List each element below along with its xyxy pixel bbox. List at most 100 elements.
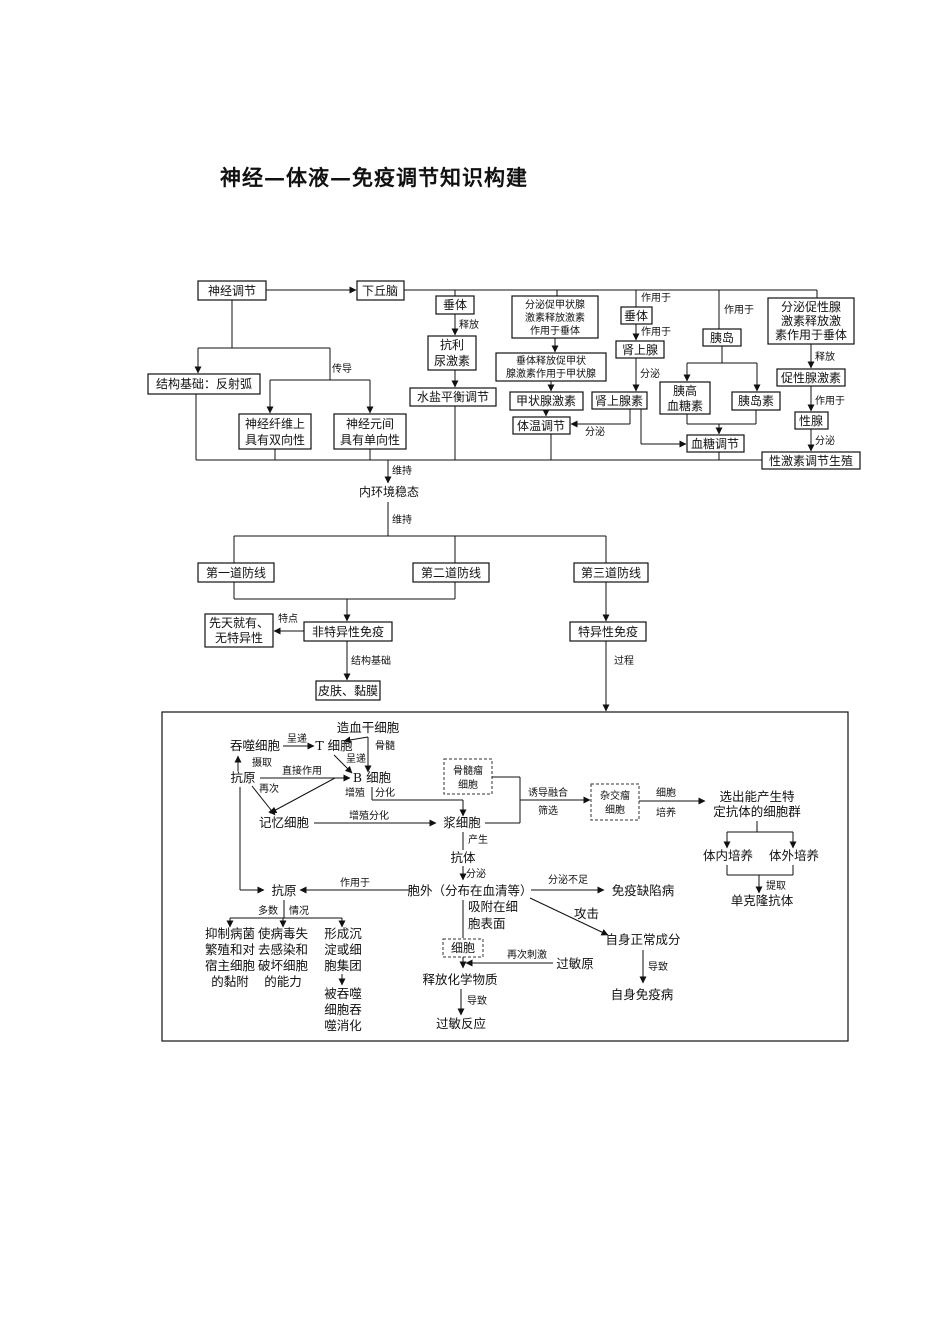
label-sheqv: 摄取 [252,756,272,769]
node-yizhi-l2: 繁殖和对 [205,942,255,957]
node-jiegou [147,373,261,395]
label-zuoyongyu-4: 作用于 [815,395,845,407]
bottom-section: 造血干细胞 骨髓 吞噬细胞 呈递 T 细胞 呈递 摄取 抗原 直接作用 再次 B… [205,720,819,1033]
top-section: 神经调节 下丘脑 传导 结构基础：反射弧 神经纤维上 具有双向性 神经元间 具有… [147,280,861,536]
label-guocheng: 过程 [614,654,634,667]
node-feite-label: 非特异性免疫 [312,624,384,639]
node-shuiyan [409,387,497,407]
node-jiang: 浆细胞 [443,815,481,830]
node-xingcheng-l3: 胞集团 [324,958,362,973]
node-fenmi-gnrh-l2: 激素释放激 [781,313,841,328]
label-zengzhi: 增殖 [345,786,365,799]
label-weichi-2: 维持 [392,513,412,526]
node-xingcheng-l1: 形成沉 [324,926,362,941]
node-guominfanying: 过敏反应 [436,1016,486,1031]
node-shifanghua: 释放化学物质 [422,972,497,987]
node-shibingdu-l2: 去感染和 [258,942,308,957]
node-first-line [197,562,275,583]
node-chuiti-tsh-l1: 垂体释放促甲状 [516,354,586,367]
node-kangliniao-l2: 尿激素 [434,354,470,368]
node-kangliniao-l1: 抗利 [440,337,464,352]
node-chuiti-b-label: 垂体 [624,309,648,323]
node-fenmi-tsh-l2: 激素释放激素 [525,311,585,324]
label-daozhi-1: 导致 [648,960,668,973]
label-zaici: 再次 [259,782,279,795]
node-yuanjian [333,413,407,450]
label-shifang-2: 释放 [815,350,835,363]
node-tunshi: 吞噬细胞 [230,738,281,753]
process-frame [161,711,849,1042]
node-jiazhuangxian-label: 甲状腺激素 [516,394,576,408]
label-zengzhifenhua: 增殖分化 [349,809,389,822]
node-tcell: T 细胞 [315,738,353,753]
node-zajiao-l1: 杂交瘤 [600,789,630,802]
label-fenmibuzu: 分泌不足 [548,873,588,886]
label-youdao: 诱导融合 [528,786,568,799]
node-fenmi-tsh-l1: 分泌促甲状腺 [525,298,585,311]
label-tedian: 特点 [278,613,298,625]
node-xiaqiunao [356,280,405,301]
label-chengdi-2: 呈递 [346,752,366,765]
node-mianyi: 免疫缺陷病 [612,883,675,898]
label-shaixuan: 筛选 [538,804,558,817]
label-shifang: 释放 [459,318,479,331]
label-chengdi-1: 呈递 [287,732,307,745]
node-zajiao-l2: 细胞 [605,803,625,816]
node-zaoxue: 造血干细胞 [337,720,400,735]
label-tiqu: 提取 [766,880,786,892]
node-guominyuan: 过敏原 [556,956,594,971]
node-kangliniao [427,335,477,371]
node-shibingdu-l1: 使病毒失 [258,926,309,941]
node-yizhi-l3: 宿主细胞 [205,958,256,973]
node-xuanchu-l2: 定抗体的细胞群 [713,804,801,819]
node-shenshangxian [615,340,665,359]
label-gongji: 攻击 [574,906,599,921]
node-fenmi-gnrh-l3: 素作用于垂体 [775,328,847,342]
node-beitunshi-l2: 细胞吞 [324,1002,362,1017]
label-fenmi-1: 分泌 [640,367,660,380]
node-jiyi: 记忆细胞 [259,815,310,830]
node-teyi-label: 特异性免疫 [578,624,638,639]
node-second-line [412,562,490,583]
node-xingxian-label: 性腺 [799,414,823,428]
node-xiantian [204,613,274,648]
node-jiegou-label: 结构基础：反射弧 [156,376,252,391]
node-shenshangxiansu-label: 肾上腺素 [595,394,643,408]
node-xiaqiunao-label: 下丘脑 [362,284,398,298]
label-zuoyongyu-3: 作用于 [724,304,754,316]
node-yigaoxuetangsu [659,381,711,415]
label-zuoyongyu-1: 作用于 [641,292,671,304]
node-chuiti-tsh-l2: 腺激素作用于甲状腺 [506,367,596,380]
label-chansheng: 产生 [468,833,488,846]
node-kangyuan: 抗原 [230,770,255,785]
label-xibao: 细胞 [656,786,676,799]
node-pifu-label: 皮肤、黏膜 [318,683,378,698]
node-zishen: 自身正常成分 [605,932,680,947]
node-tiwai: 体外培养 [769,848,819,863]
node-kangyuan2: 抗原 [271,883,296,898]
node-xibao2-label: 细胞 [451,941,475,955]
node-first-line-label: 第一道防线 [206,565,266,580]
node-xiantian-l1: 先天就有、 [209,616,269,630]
node-dankelong: 单克隆抗体 [731,893,794,908]
node-yidao-label: 胰岛 [710,330,734,345]
node-xingcheng-l2: 淀或细 [324,942,362,957]
node-beitunshi-l1: 被吞噬 [324,986,362,1001]
node-shenshangxiansu [591,391,648,410]
label-weichi-1: 维持 [392,464,412,477]
node-fenmi-tsh-l3: 作用于垂体 [530,325,580,337]
node-xuetang [686,434,745,453]
node-xianwei-l2: 具有双向性 [245,432,305,447]
label-fenmi-2: 分泌 [585,425,605,438]
node-neihuanjing: 内环境稳态 [359,484,419,499]
label-zuoyongyu-2: 作用于 [641,326,671,338]
node-xifu-l2: 胞表面 [468,916,506,931]
node-gusuiliu [443,758,493,795]
node-third-line-label: 第三道防线 [581,565,641,580]
node-yidaosu-label: 胰岛素 [738,393,774,408]
node-gusuiliu-l1: 骨髓瘤 [453,764,483,777]
node-gusuiliu-l2: 细胞 [458,778,478,791]
node-yizhi-l4: 的黏附 [211,974,249,989]
node-tiwen [512,416,571,435]
